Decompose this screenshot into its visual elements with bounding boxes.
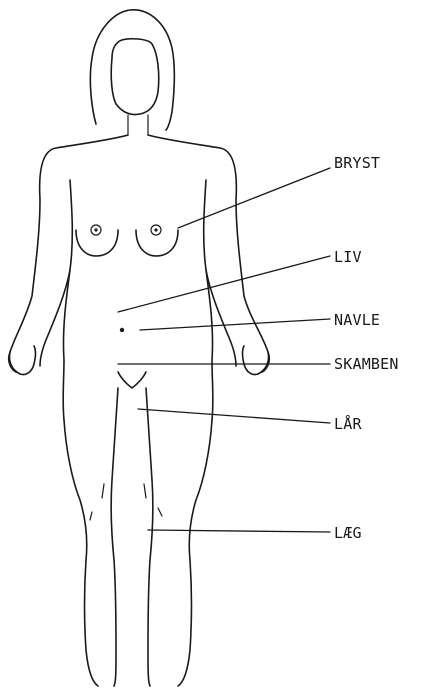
right-inner-arm <box>204 180 236 366</box>
left-leg-inner <box>111 388 118 686</box>
label-skamben: SKAMBEN <box>334 355 399 373</box>
pubic-triangle <box>118 372 146 388</box>
label-liv: LIV <box>334 248 362 266</box>
left-nipple-center <box>94 228 97 231</box>
label-laeg: LÆG <box>334 524 362 542</box>
face-outline <box>111 39 159 115</box>
leader-laeg <box>148 530 330 532</box>
left-knee-mark-b <box>102 484 104 498</box>
right-breast <box>136 230 178 256</box>
hair-outline <box>90 10 174 130</box>
right-nipple-center <box>154 228 157 231</box>
right-knee-mark-b <box>158 508 162 516</box>
right-leg-outer <box>178 420 212 686</box>
label-navle: NAVLE <box>334 311 380 329</box>
left-leg-outer <box>64 420 98 686</box>
leader-laar <box>138 409 330 423</box>
navel-dot <box>120 328 124 332</box>
right-leg-inner <box>146 388 153 686</box>
right-knee-mark-a <box>144 484 146 498</box>
left-knee-mark-a <box>90 512 92 520</box>
left-breast <box>76 230 118 256</box>
leader-liv <box>118 256 330 312</box>
left-inner-arm <box>40 180 72 366</box>
left-body-contour <box>9 135 128 372</box>
label-laar: LÅR <box>334 414 362 433</box>
leader-bryst <box>178 168 330 228</box>
leader-navle <box>140 319 330 330</box>
label-bryst: BRYST <box>334 154 380 172</box>
